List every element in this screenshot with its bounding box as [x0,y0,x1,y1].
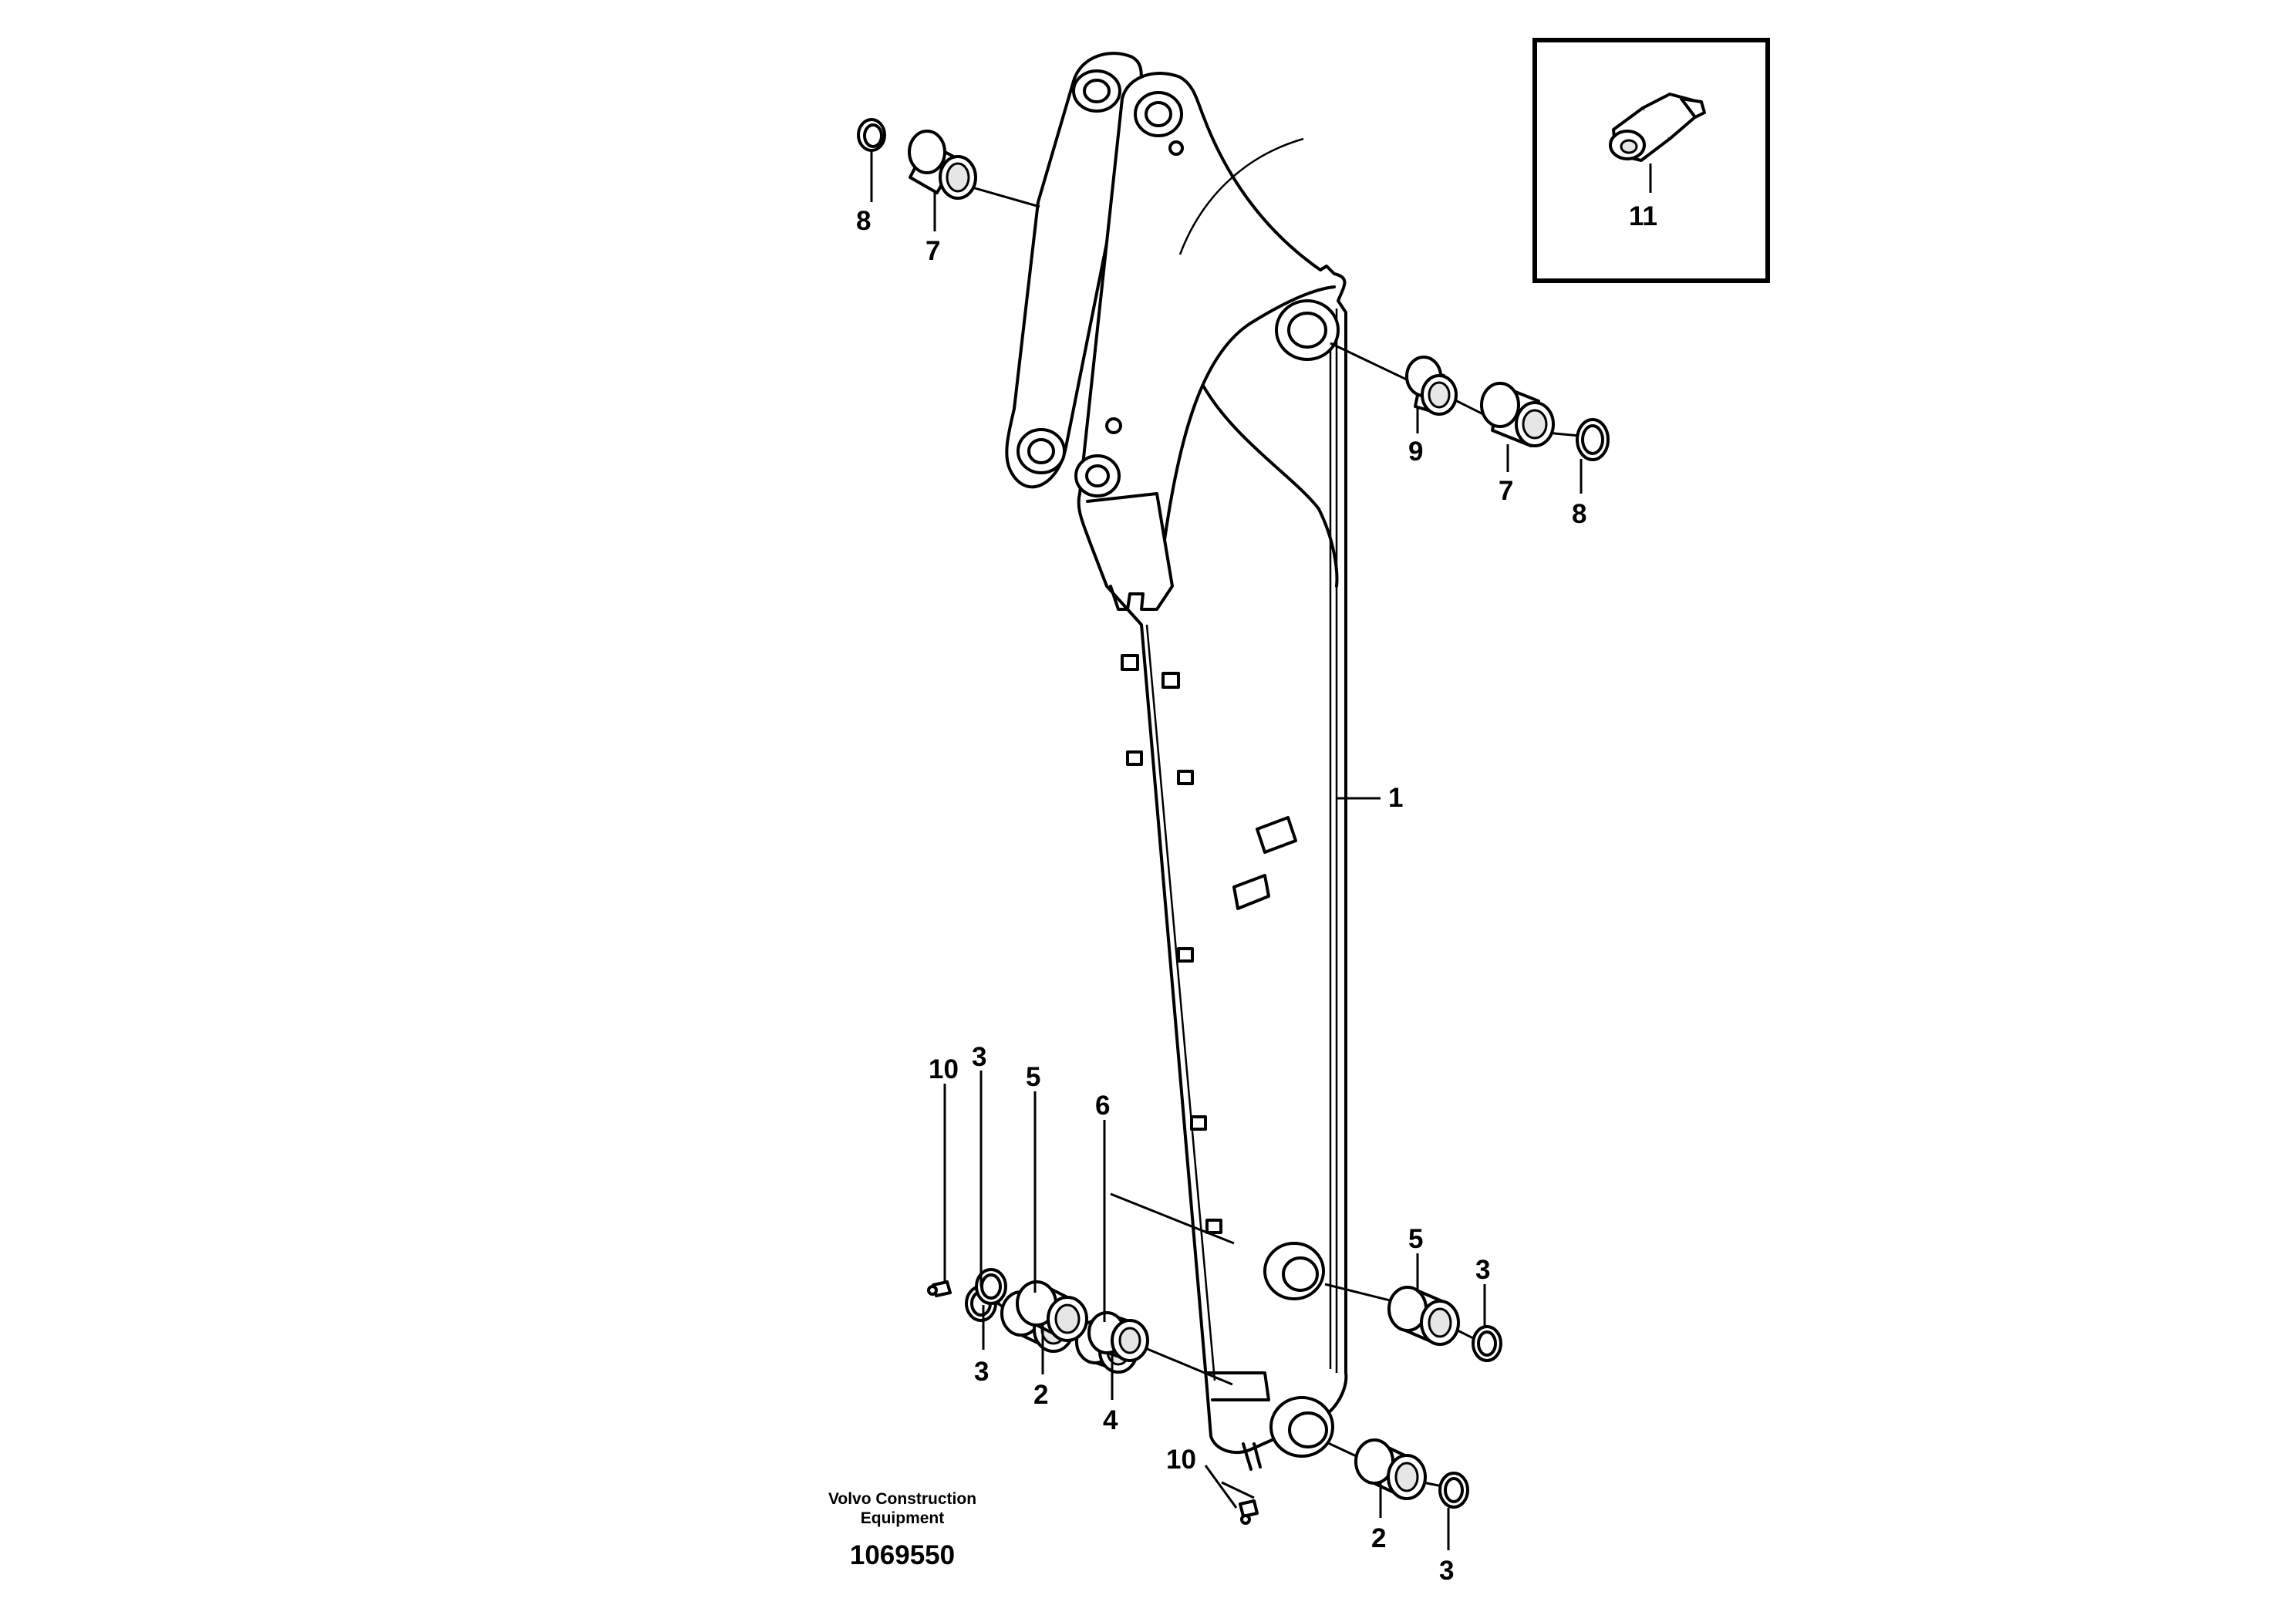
callout-3-lower-left: 3 [974,1357,989,1387]
drawing-number: 1069550 [850,1540,955,1570]
bushing-part-9 [1405,356,1458,416]
callout-2-right: 2 [1371,1523,1386,1553]
callout-4: 4 [1103,1405,1118,1435]
inset-box [1532,38,1770,283]
callout-10-lower: 10 [1166,1445,1196,1475]
mounting-bracket-plate [1232,874,1270,910]
callout-8-right: 8 [1572,499,1586,529]
bushing-part-5-right [1387,1286,1460,1346]
arm-body [1005,52,1348,1471]
callout-7-right: 7 [1499,476,1513,506]
callout-5-left: 5 [1026,1062,1040,1092]
callout-3-upper-left: 3 [972,1042,986,1072]
hose-clip-group [1121,654,1222,1234]
bushing-part-7 [908,130,977,200]
callout-3-right-bottom: 3 [1439,1556,1454,1586]
mounting-bracket [1256,816,1297,854]
callout-leaders [870,150,1583,1550]
callout-6: 6 [1095,1091,1110,1121]
callout-10-upper: 10 [929,1054,959,1084]
manufacturer-line-1: Volvo Construction [828,1490,976,1508]
manufacturer-line-2: Equipment [861,1509,945,1527]
grease-nipple-part-10-lower [1239,1499,1259,1525]
callout-7-top-left: 7 [925,236,940,266]
callout-11: 11 [1629,201,1657,231]
callout-1: 1 [1388,783,1403,813]
callout-5-right: 5 [1408,1224,1423,1254]
callout-9: 9 [1408,437,1423,467]
callout-3-right-mid: 3 [1475,1255,1490,1285]
callout-numbers: 1 8 7 9 7 8 11 10 3 5 6 5 3 3 2 4 10 2 3 [856,201,1657,1586]
grease-elbow-fitting-part-11 [1609,93,1706,162]
bushing-part-7-right [1480,382,1555,447]
bushing-part-2-right [1354,1438,1427,1500]
bushing-part-2-left [1016,1280,1088,1342]
callout-2-left: 2 [1033,1380,1048,1410]
bushing-part-4 [1087,1311,1149,1362]
caption-block: Volvo Construction Equipment 1069550 [828,1490,976,1570]
callout-8-top-left: 8 [856,206,871,236]
grease-nipple-part-10-upper [927,1280,952,1297]
